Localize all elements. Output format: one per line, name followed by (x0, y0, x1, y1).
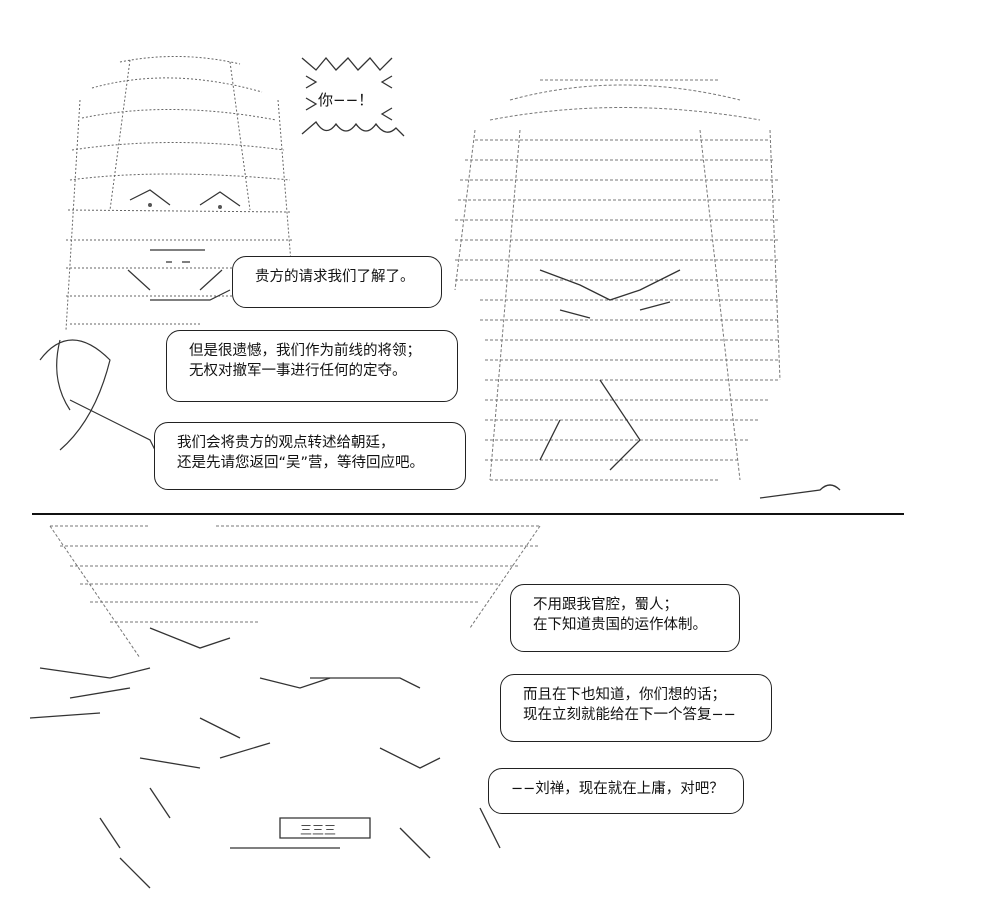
speech-bubble-2: 但是很遗憾，我们作为前线的将领； 无权对撤军一事进行任何的定夺。 (166, 330, 458, 402)
speech-bubble-4: 不用跟我官腔，蜀人； 在下知道贵国的运作体制。 (510, 584, 740, 652)
bubble-4-line-1: 不用跟我官腔，蜀人； (533, 597, 678, 613)
shout-burst (301, 56, 405, 137)
bubble-2-line-1: 但是很遗憾，我们作为前线的将领； (189, 343, 421, 359)
panel-divider (32, 513, 904, 515)
speech-bubble-3: 我们会将贵方的观点转述给朝廷， 还是先请您返回“吴”营，等待回应吧。 (154, 422, 466, 490)
bubble-5-line-1: 而且在下也知道，你们想的话； (523, 687, 726, 703)
bubble-3-line-1: 我们会将贵方的观点转述给朝廷， (177, 435, 395, 451)
shout-text: 你−−！ (318, 91, 374, 109)
bubble-6-line-1: −−刘禅，现在就在上庸，对吧？ (511, 781, 724, 797)
speech-bubble-1: 贵方的请求我们了解了。 (232, 256, 442, 308)
bubble-3-line-2: 还是先请您返回“吴”营，等待回应吧。 (177, 455, 425, 471)
speech-bubble-6: −−刘禅，现在就在上庸，对吧？ (488, 768, 744, 814)
bubble-2-line-2: 无权对撤军一事进行任何的定夺。 (189, 363, 407, 379)
bubble-5-line-2: 现在立刻就能给在下一个答复−− (523, 707, 736, 723)
bottom-panel: 三三三 不用跟我官腔，蜀人； 在下知道贵国的运作体制。 而且在下也知道，你们想的… (0, 518, 1000, 899)
bubble-1-line-1: 贵方的请求我们了解了。 (255, 269, 415, 285)
top-panel: 你−−！ (39, 56, 841, 499)
bubble-4-line-2: 在下知道贵国的运作体制。 (533, 617, 707, 633)
bottom-character-art: 三三三 (29, 525, 541, 889)
svg-text:三三三: 三三三 (300, 823, 336, 837)
speech-bubble-5: 而且在下也知道，你们想的话； 现在立刻就能给在下一个答复−− (500, 674, 772, 742)
right-character-art (454, 79, 841, 499)
